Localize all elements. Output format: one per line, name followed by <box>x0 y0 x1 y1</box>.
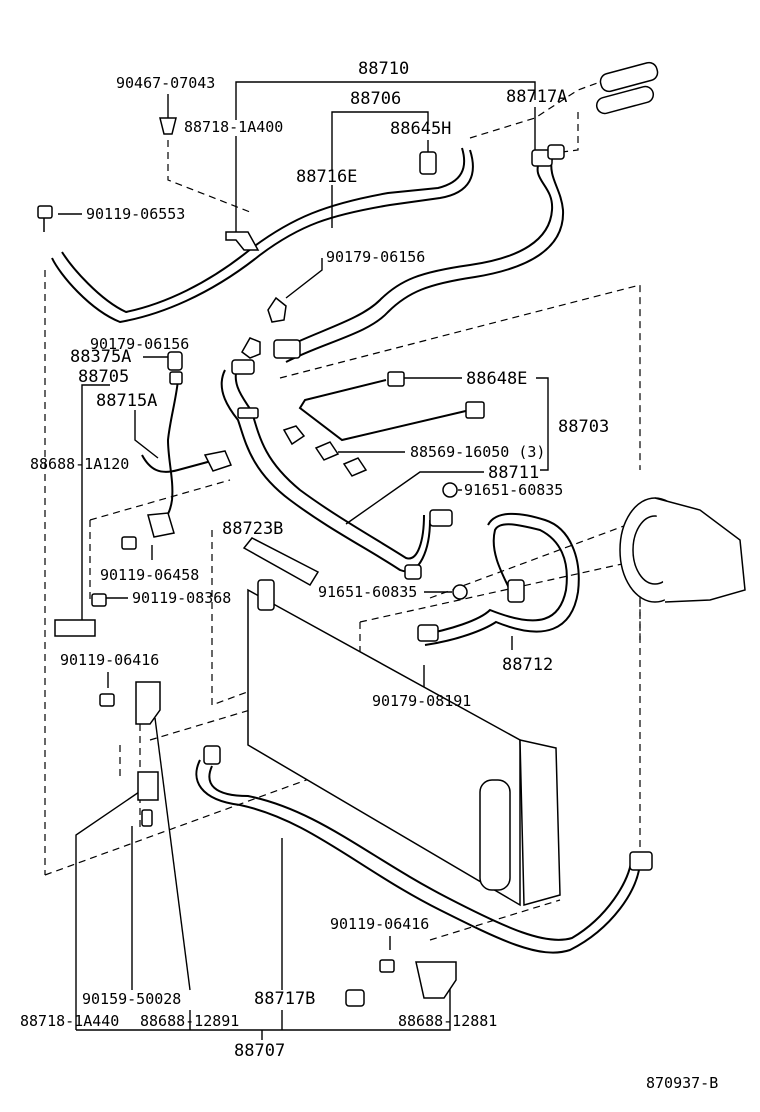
label-870937-B: 870937-B <box>646 1074 718 1092</box>
label-90119-06416-upper: 90119-06416 <box>60 651 159 669</box>
label-88711: 88711 <box>488 463 539 483</box>
leader-lines <box>58 81 549 1040</box>
label-90119-06553: 90119-06553 <box>86 205 185 223</box>
label-88712: 88712 <box>502 655 553 675</box>
label-88716E: 88716E <box>296 167 357 187</box>
label-90119-06416-lower: 90119-06416 <box>330 915 429 933</box>
label-88717B: 88717B <box>254 989 315 1009</box>
label-91651-60835-upper: 91651-60835 <box>464 481 563 499</box>
parts <box>37 61 746 1007</box>
label-88648E: 88648E <box>466 369 527 389</box>
label-88723B: 88723B <box>222 519 283 539</box>
label-88688-1A120: 88688-1A120 <box>30 455 129 473</box>
label-88375A: 88375A <box>70 347 131 367</box>
label-88703: 88703 <box>558 417 609 437</box>
label-90467-07043: 90467-07043 <box>116 74 215 92</box>
label-88717A: 88717A <box>506 87 567 107</box>
label-88705: 88705 <box>78 367 129 387</box>
label-88707: 88707 <box>234 1041 285 1061</box>
label-90159-50028: 90159-50028 <box>82 990 181 1008</box>
label-88645H: 88645H <box>390 119 451 139</box>
label-88569-16050: 88569-16050 (3) <box>410 443 545 461</box>
label-90119-08368: 90119-08368 <box>132 589 231 607</box>
label-90179-08191: 90179-08191 <box>372 692 471 710</box>
label-90179-06156-upper: 90179-06156 <box>326 248 425 266</box>
label-90179-06156-lower: 90179-06156 <box>90 335 189 353</box>
label-88706: 88706 <box>350 89 401 109</box>
label-88715A: 88715A <box>96 391 157 411</box>
label-88718-1A400: 88718-1A400 <box>184 118 283 136</box>
label-88688-12881: 88688-12881 <box>398 1012 497 1030</box>
label-88688-12891: 88688-12891 <box>140 1012 239 1030</box>
label-88718-1A440: 88718-1A440 <box>20 1012 119 1030</box>
label-90119-06458: 90119-06458 <box>100 566 199 584</box>
labels: 88710 90467-07043 88706 88717A 88718-1A4… <box>20 59 718 1092</box>
label-88710: 88710 <box>358 59 409 79</box>
label-91651-60835-lower: 91651-60835 <box>318 583 417 601</box>
